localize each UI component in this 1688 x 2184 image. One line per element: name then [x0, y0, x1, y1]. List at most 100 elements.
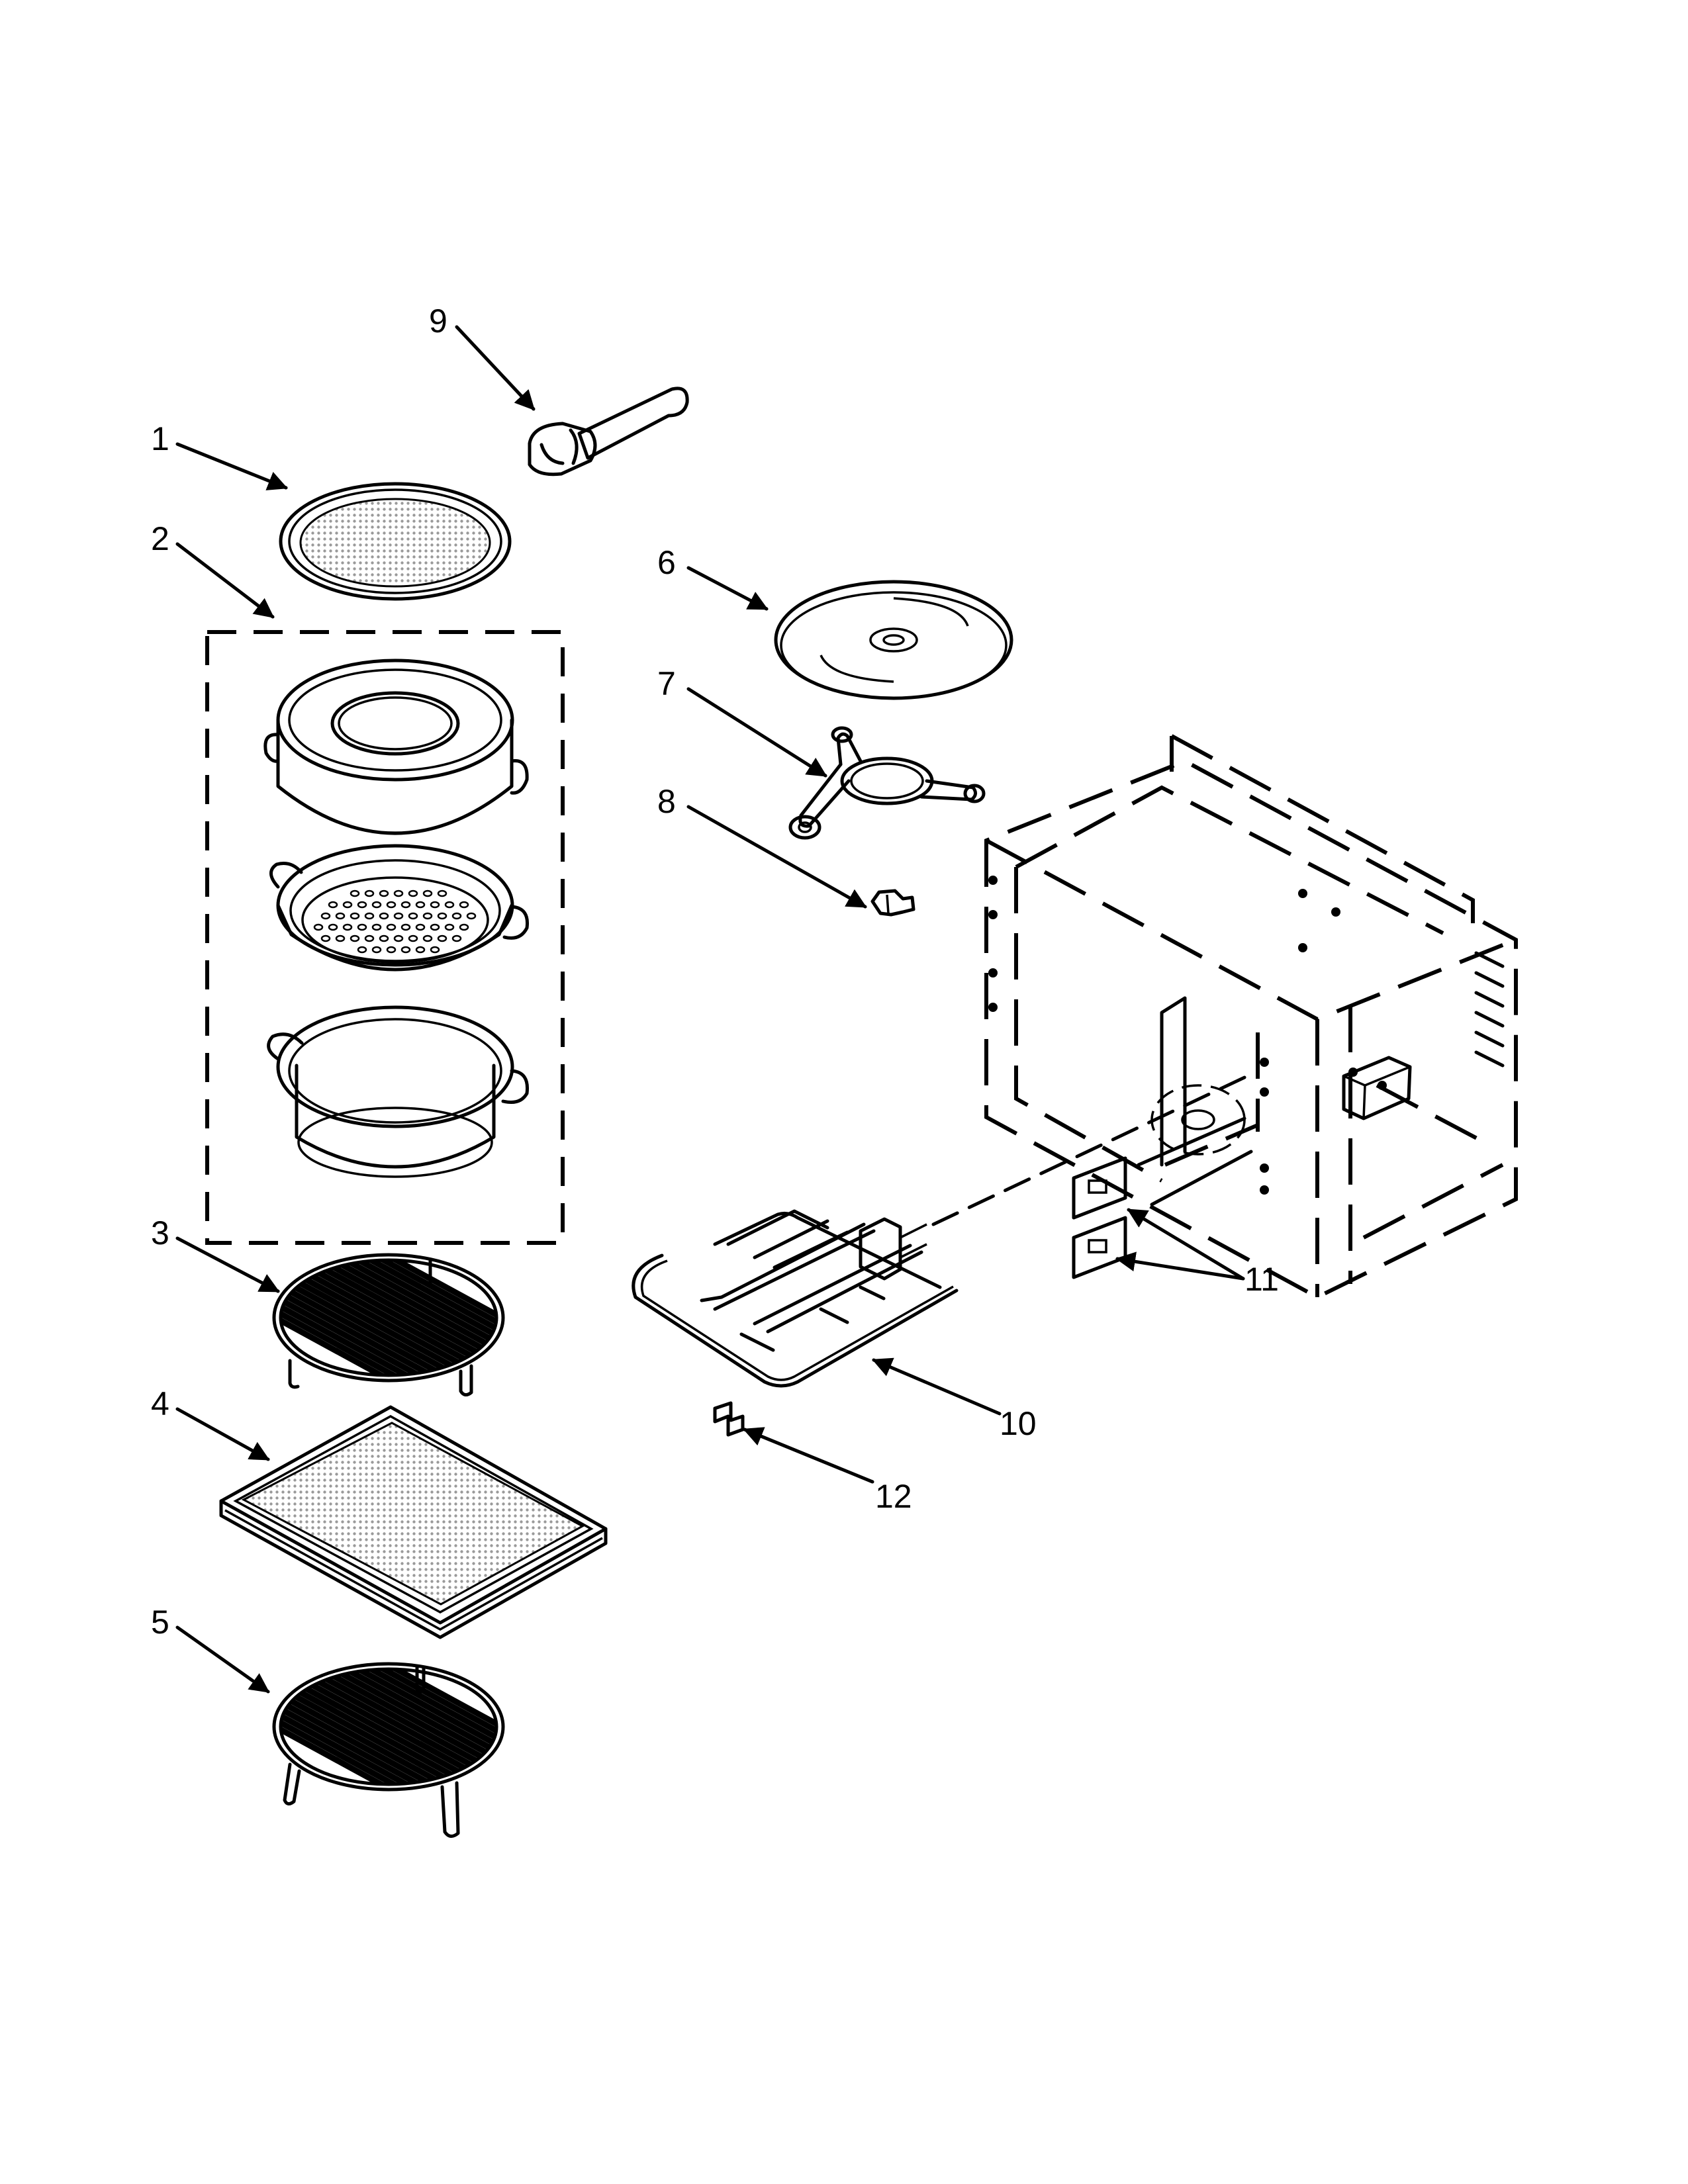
steamer-hole — [422, 889, 433, 897]
baking-tray-part-4 — [219, 1405, 608, 1639]
steamer-hole — [400, 901, 411, 909]
steamer-hole — [451, 912, 462, 920]
leader-arrow-1 — [175, 442, 288, 490]
steamer-holes — [313, 889, 477, 954]
steamer-hole — [400, 923, 411, 931]
rack-bar — [354, 1669, 496, 1784]
rack-bar — [281, 1669, 461, 1784]
coupler-part-8 — [870, 889, 915, 917]
rack-bar — [342, 1669, 496, 1784]
rack-bar — [342, 1260, 496, 1375]
steamer-hole — [335, 912, 346, 920]
steamer-hole — [430, 923, 440, 931]
steamer-hole — [342, 901, 353, 909]
steamer-hole — [386, 901, 397, 909]
steamer-hole — [357, 901, 367, 909]
steamer-hole — [393, 934, 404, 942]
leader-arrow-6 — [686, 566, 769, 611]
steamer-hole — [364, 912, 375, 920]
steamer-hole — [379, 934, 389, 942]
callout-1: 1 — [151, 420, 169, 457]
steamer-hole — [342, 923, 353, 931]
steamer-lid-part-1 — [279, 482, 512, 601]
round-rack-part-3 — [272, 1253, 505, 1396]
steamer-hole — [408, 912, 418, 920]
rack-bar — [354, 1260, 496, 1375]
leader-arrow-4 — [175, 1407, 270, 1461]
steamer-hole — [437, 889, 447, 897]
callout-11: 11 — [1244, 1261, 1279, 1298]
steamer-basket — [269, 844, 530, 972]
leader-arrow-10 — [872, 1357, 1002, 1416]
steamer-hole — [328, 901, 338, 909]
steamer-hole — [451, 934, 462, 942]
callout-8: 8 — [657, 783, 676, 820]
steamer-set-part-2 — [205, 630, 565, 1245]
steamer-hole — [400, 946, 411, 954]
steamer-hole — [422, 934, 433, 942]
round-rack-part-5 — [272, 1662, 505, 1838]
leader-arrow-5 — [175, 1625, 270, 1694]
steamer-hole — [371, 901, 382, 909]
steamer-hole — [415, 923, 426, 931]
steamer-hole — [430, 901, 440, 909]
handle-part-9 — [528, 387, 689, 477]
steamer-hole — [320, 934, 331, 942]
callout-6: 6 — [657, 544, 676, 581]
callout-10: 10 — [1000, 1405, 1037, 1442]
rack-bar — [281, 1260, 448, 1375]
steamer-hole — [350, 934, 360, 942]
steamer-hole — [430, 946, 440, 954]
callout-4: 4 — [151, 1385, 169, 1422]
leader-arrow-12 — [743, 1427, 874, 1484]
cavity-holes — [988, 876, 1387, 1195]
steamer-hole — [313, 923, 324, 931]
callout-9: 9 — [429, 302, 447, 340]
steamer-hole — [437, 934, 447, 942]
callout-12: 12 — [875, 1478, 912, 1515]
leader-arrow-8 — [686, 805, 867, 909]
steamer-hole — [393, 912, 404, 920]
callout-5: 5 — [151, 1604, 169, 1641]
leader-arrow-9 — [455, 325, 536, 411]
steamer-hole — [364, 934, 375, 942]
leader-arrow-3 — [175, 1236, 280, 1293]
steamer-top-pot — [263, 659, 529, 835]
steamer-hole — [444, 923, 455, 931]
clip-part-12 — [713, 1401, 745, 1437]
steamer-hole — [386, 923, 397, 931]
cavity-vents — [1474, 951, 1505, 1068]
steamer-hole — [357, 946, 367, 954]
rack-bar — [329, 1669, 496, 1784]
rack-bar — [316, 1669, 496, 1784]
steamer-hole — [371, 923, 382, 931]
leader-arrow-11b — [1115, 1251, 1245, 1281]
steamer-hole — [371, 946, 382, 954]
callout-7: 7 — [657, 665, 676, 702]
steamer-hole — [408, 934, 418, 942]
rack-bar — [281, 1260, 436, 1375]
steamer-hole — [386, 946, 397, 954]
rack-bar — [281, 1669, 448, 1784]
rack-bar — [281, 1669, 436, 1784]
steamer-hole — [320, 912, 331, 920]
oven-cavity-outline — [984, 734, 1518, 1300]
steamer-hole — [408, 889, 418, 897]
steamer-hole — [393, 889, 404, 897]
steamer-bottom-pot — [267, 1005, 530, 1178]
brackets-part-11 — [1072, 1116, 1253, 1279]
leader-arrow-2 — [175, 542, 275, 619]
roller-support-part-7 — [788, 726, 986, 840]
steamer-hole — [350, 912, 360, 920]
leader-arrow-7 — [686, 687, 827, 778]
steamer-hole — [459, 923, 469, 931]
rack-bar — [316, 1260, 496, 1375]
heating-element-part-10 — [632, 1075, 1246, 1388]
steamer-hole — [415, 946, 426, 954]
steamer-hole — [415, 901, 426, 909]
rack-bar — [329, 1260, 496, 1375]
steamer-hole — [357, 923, 367, 931]
steamer-hole — [422, 912, 433, 920]
leader-arrows — [175, 325, 1245, 1694]
steamer-hole — [437, 912, 447, 920]
